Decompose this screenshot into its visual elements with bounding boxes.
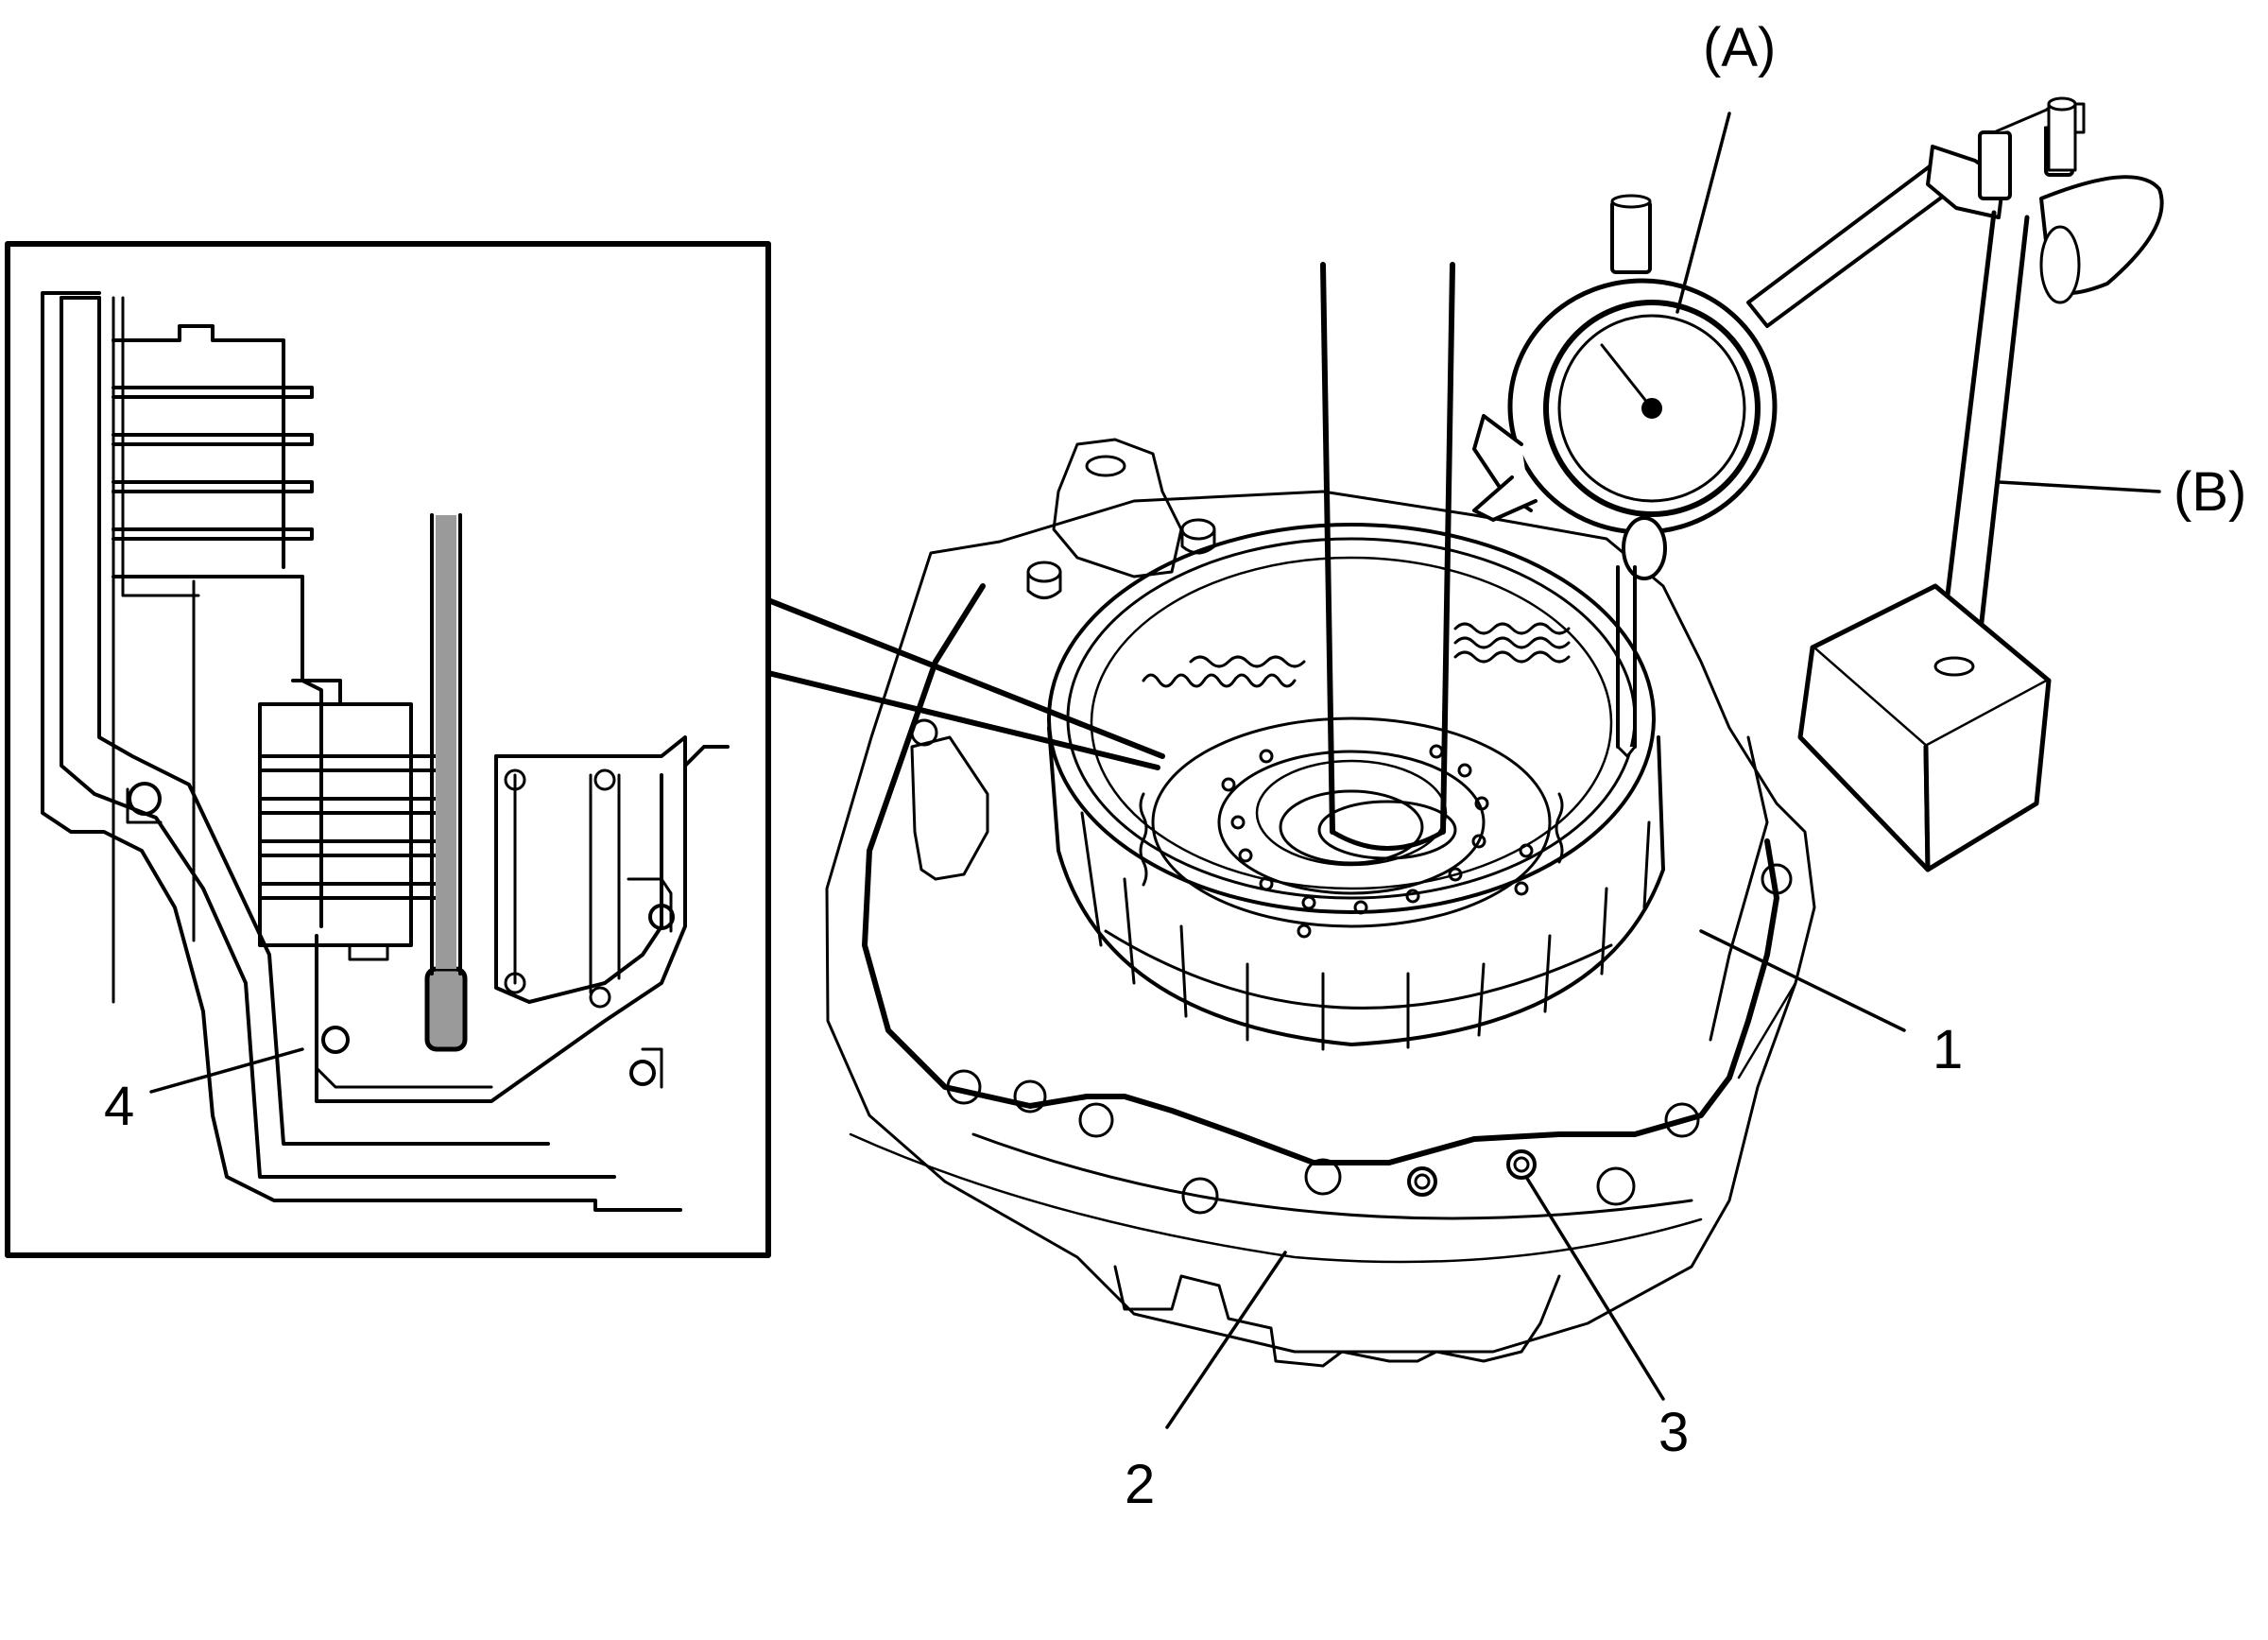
leader-lines: [149, 112, 2161, 1429]
label-2: 2: [1125, 1454, 1155, 1515]
label-1: 1: [1933, 1019, 1963, 1080]
leader-4: [149, 1047, 304, 1094]
inset-detail-box: [5, 241, 1165, 1258]
label-3: 3: [1658, 1402, 1689, 1463]
leader-a: [1675, 112, 1731, 314]
leader-2: [1165, 1251, 1287, 1429]
gauge-rod-tip: [424, 966, 468, 1052]
center-shaft: [1317, 262, 1457, 860]
callout-labels: (A) (B) 1 2 3 4: [104, 17, 2246, 1515]
clutch-drum: [1047, 523, 1665, 1051]
hub-holes: [1221, 744, 1534, 939]
label-b: (B): [2174, 461, 2246, 523]
dial-gauge: [1472, 194, 1778, 758]
leader-1: [1699, 929, 1906, 1032]
leader-b: [1997, 480, 2161, 493]
label-4: 4: [104, 1076, 134, 1137]
label-a: (A): [1703, 17, 1776, 78]
magnetic-stand: [1746, 96, 2164, 872]
leader-3: [1524, 1175, 1665, 1401]
